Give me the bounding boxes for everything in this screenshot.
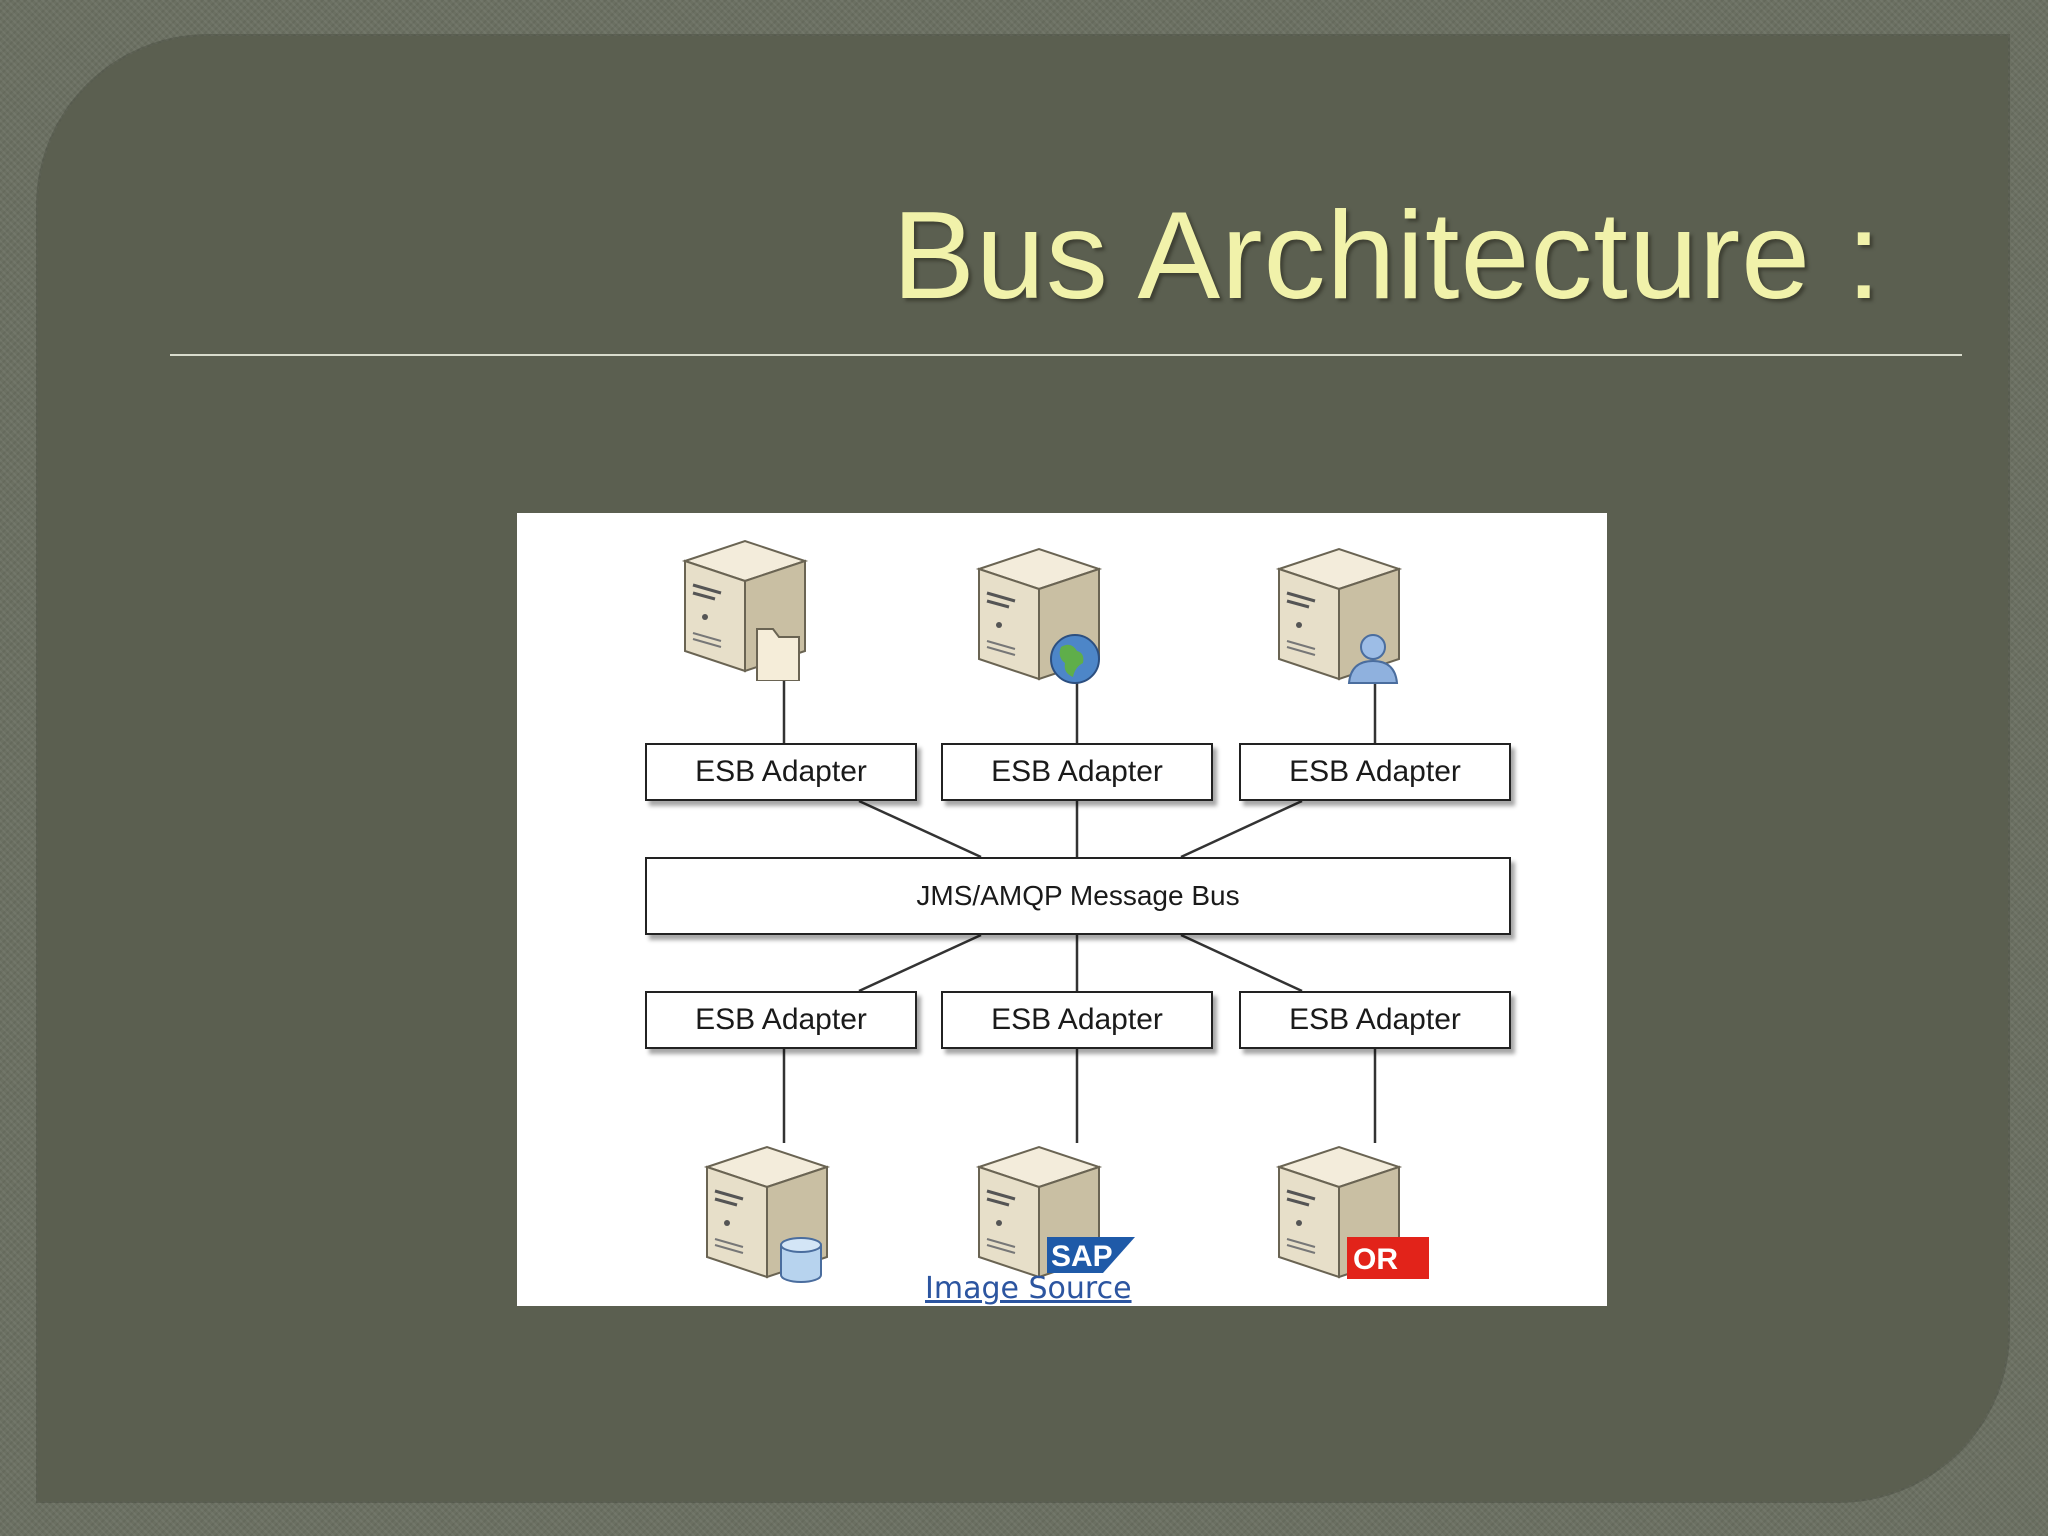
connector-line: [1181, 935, 1302, 991]
image-source-link[interactable]: Image Source: [925, 1271, 1132, 1306]
connector-line: [859, 801, 981, 857]
bus-architecture-figure: ESB Adapter ESB Adapter ESB Adapter JMS/…: [517, 513, 1607, 1306]
esb-adapter-box: ESB Adapter: [941, 991, 1213, 1049]
server-icon: [1269, 541, 1439, 689]
svg-text:OR: OR: [1353, 1243, 1398, 1276]
esb-adapter-box: ESB Adapter: [645, 991, 917, 1049]
connector-line: [859, 935, 981, 991]
globe-icon: [1051, 635, 1099, 683]
server-icon: [675, 533, 845, 681]
svg-text:SAP: SAP: [1051, 1240, 1113, 1273]
oracle-logo: OR: [1347, 1237, 1429, 1279]
sap-logo: SAP: [1047, 1237, 1135, 1273]
server-icon: SAP: [969, 1139, 1139, 1287]
database-icon: [781, 1238, 821, 1282]
title-divider: [170, 354, 1962, 356]
message-bus-box: JMS/AMQP Message Bus: [645, 857, 1511, 935]
folder-icon: [757, 629, 799, 681]
server-icon: [969, 541, 1139, 689]
esb-adapter-box: ESB Adapter: [1239, 991, 1511, 1049]
slide-title: Bus Architecture :: [892, 194, 1882, 318]
connector-line: [1181, 801, 1302, 857]
server-icon: OR: [1269, 1139, 1439, 1287]
esb-adapter-box: ESB Adapter: [645, 743, 917, 801]
server-icon: [697, 1139, 867, 1287]
slide-panel: Bus Architecture :: [38, 36, 2008, 1501]
esb-adapter-box: ESB Adapter: [941, 743, 1213, 801]
esb-adapter-box: ESB Adapter: [1239, 743, 1511, 801]
